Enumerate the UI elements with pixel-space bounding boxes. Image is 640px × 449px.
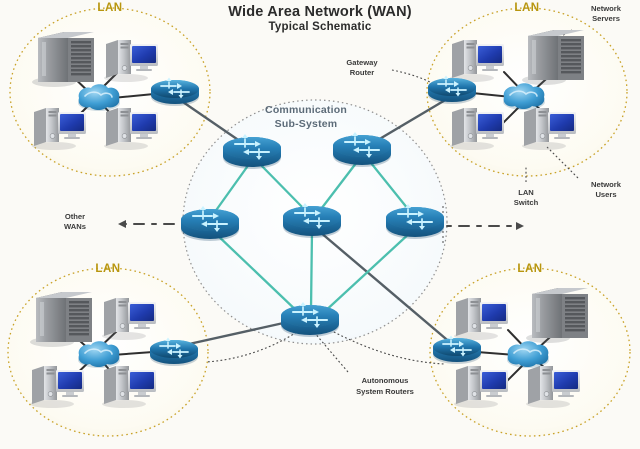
autonomous-routers-label-line1: Autonomous xyxy=(361,376,409,385)
lan-cluster-top-left xyxy=(31,32,200,151)
autonomous-routers-label-line2: System Routers xyxy=(356,387,414,396)
core-label-line2: Sub-System xyxy=(274,118,338,130)
page-title: Wide Area Network (WAN) xyxy=(228,4,412,20)
core-link-center-south xyxy=(309,228,314,312)
lan-label-top-left: LAN xyxy=(97,2,123,14)
network-users-label-line1: Network xyxy=(591,180,621,189)
gateway-router-label-line1: Gateway xyxy=(346,58,378,67)
core-link-ne-east xyxy=(365,156,414,216)
network-servers-label-line1: Network xyxy=(591,4,621,13)
server-tower xyxy=(522,30,584,85)
wan-link-bottom-left xyxy=(178,320,290,348)
lan-label-top-right: LAN xyxy=(514,2,540,14)
server-tower xyxy=(526,288,588,343)
other-wans-arrow-right xyxy=(446,222,524,230)
core-label-line1: Communication xyxy=(265,104,347,116)
other-wans-label-line2: WANs xyxy=(64,222,86,231)
page-subtitle: Typical Schematic xyxy=(268,21,372,33)
network-users-label-line2: Users xyxy=(595,190,617,199)
core-link-west-south xyxy=(212,230,302,316)
core-link-ne-center xyxy=(316,156,362,215)
server-tower xyxy=(32,32,94,87)
lan-label-bottom-right: LAN xyxy=(517,263,543,275)
core-link-east-south xyxy=(320,229,414,316)
leader-autonomous-routers xyxy=(313,331,349,373)
lan-cluster-bottom-left xyxy=(29,292,199,409)
lan-label-bottom-left: LAN xyxy=(95,263,121,275)
lan-cluster-top-right xyxy=(427,30,584,151)
server-tower xyxy=(30,292,92,347)
leader-gateway-router xyxy=(391,69,438,87)
lan-switch-label-line2: Switch xyxy=(513,198,539,207)
other-wans-arrow-left xyxy=(118,220,188,228)
core-link-nw-center xyxy=(254,158,310,215)
lan-switch-label-line1: LAN xyxy=(518,188,534,197)
network-servers-label-line2: Servers xyxy=(592,14,620,23)
other-wans-label-line1: Other xyxy=(64,212,86,221)
lan-cluster-bottom-right xyxy=(432,288,588,409)
core-mesh-links xyxy=(210,156,414,316)
annotation-leaders xyxy=(205,29,579,373)
leader-autonomous-right xyxy=(329,329,445,365)
wan-link-bottom-right xyxy=(318,230,454,346)
gateway-router-label-line2: Router xyxy=(349,68,375,77)
core-link-nw-west xyxy=(210,158,254,218)
